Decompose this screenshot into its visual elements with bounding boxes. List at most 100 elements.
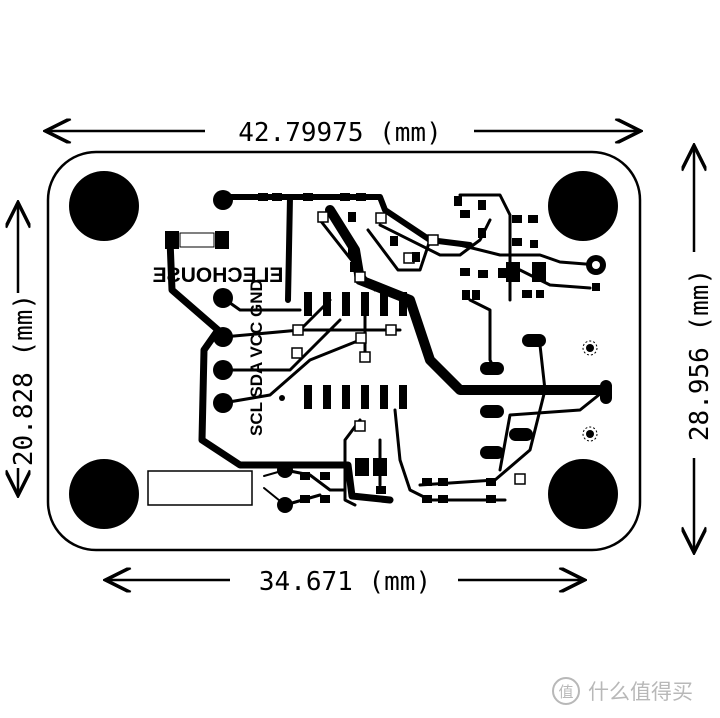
smd-pad [536, 290, 544, 298]
smd-pad [478, 270, 488, 278]
oval-pad [480, 405, 504, 418]
ic-pad [399, 292, 407, 316]
mounting-hole-bottom-left [69, 459, 139, 529]
via [355, 332, 367, 344]
dimension-top: 42.79975 (mm) [48, 118, 638, 148]
dimension-right: 28.956 (mm) [685, 148, 715, 550]
via [317, 211, 329, 223]
header-pin-sda [213, 360, 233, 380]
silkscreen-brand: ELECHOUSE [153, 264, 284, 287]
ic-pad [342, 292, 350, 316]
dimension-top-label: 42.79975 (mm) [238, 118, 442, 148]
transistor-pad [532, 262, 546, 282]
mounting-hole-bottom-right [548, 459, 618, 529]
oval-pad [480, 446, 504, 459]
ic-pad [323, 292, 331, 316]
oval-pad [509, 428, 533, 441]
watermark-logo [552, 677, 580, 705]
oval-pad [600, 380, 612, 404]
via [359, 351, 371, 363]
led-pad-inner [592, 261, 600, 269]
ic-pad [380, 385, 388, 409]
ic-upper [304, 292, 407, 316]
via [385, 324, 397, 336]
via [514, 473, 526, 485]
component-crystal [147, 462, 293, 513]
dimension-left: 20.828 (mm) [9, 205, 39, 493]
smd-pad [340, 193, 350, 201]
ic-pad [342, 385, 350, 409]
smd-pad [303, 193, 313, 201]
ic-pad [304, 292, 312, 316]
mounting-hole-top-right [548, 171, 618, 241]
fiducials [582, 255, 606, 442]
small-pad [592, 283, 600, 291]
smd-pad [300, 495, 310, 503]
dimension-left-label: 20.828 (mm) [9, 294, 39, 466]
pad-square [165, 231, 179, 249]
smd-pad [512, 215, 522, 223]
smd-pad [438, 495, 448, 503]
via [292, 324, 304, 336]
via [354, 420, 366, 432]
smd-pad [486, 478, 496, 486]
smd-pad [422, 478, 432, 486]
via [427, 234, 439, 246]
smd-pad [376, 486, 386, 494]
transistor-pad [506, 262, 520, 282]
header-pin-gnd [213, 288, 233, 308]
ic-pad [323, 385, 331, 409]
silkscreen-pin-labels: SCL SDA VCC GND [247, 279, 266, 436]
smd-pad [486, 495, 496, 503]
smd-pad [300, 472, 310, 480]
smd-pad [498, 268, 506, 278]
smd-pad [348, 212, 356, 222]
oval-pads [480, 334, 612, 459]
smd-pad [258, 193, 268, 201]
dimension-bottom: 34.671 (mm) [108, 567, 582, 597]
via [354, 271, 366, 283]
ic-lower [279, 385, 407, 409]
smd-pad [522, 290, 532, 298]
pad-round [213, 190, 233, 210]
smd-components [258, 193, 546, 503]
header-pin-vcc [213, 327, 233, 347]
fiducial-ring [582, 426, 598, 442]
smd-pad [460, 210, 470, 218]
smd-pad [512, 238, 522, 246]
fiducial-ring [582, 340, 598, 356]
header-pin-scl [213, 393, 233, 413]
smd-pad [320, 495, 330, 503]
smd-pad [462, 290, 470, 300]
dimension-right-label: 28.956 (mm) [685, 269, 715, 441]
smd-pad [422, 495, 432, 503]
dimension-bottom-label: 34.671 (mm) [259, 567, 431, 597]
ic-pad [361, 292, 369, 316]
smd-pad [478, 228, 486, 238]
crystal-pad [277, 497, 293, 513]
crystal-outline [147, 470, 253, 506]
smd-pad [528, 215, 538, 223]
via [291, 347, 303, 359]
smd-pad [348, 248, 356, 258]
smd-pad [390, 236, 398, 246]
fiducial [586, 430, 594, 438]
header-connector [213, 288, 233, 413]
smd-pad [438, 478, 448, 486]
ic-pin1-marker [279, 395, 285, 401]
oval-pad [480, 362, 504, 375]
smd-pad [373, 458, 387, 476]
watermark-text: 什么值得买 [588, 680, 693, 704]
component-diode [165, 190, 233, 249]
smd-pad [320, 472, 330, 480]
fiducial [586, 344, 594, 352]
smd-pad [350, 262, 358, 272]
component-outline [179, 232, 215, 248]
smd-pad [530, 240, 538, 248]
oval-pad [522, 334, 546, 347]
smd-pad [472, 290, 480, 300]
smd-pad [356, 193, 366, 201]
mounting-hole-top-left [69, 171, 139, 241]
smd-pad [460, 268, 470, 276]
